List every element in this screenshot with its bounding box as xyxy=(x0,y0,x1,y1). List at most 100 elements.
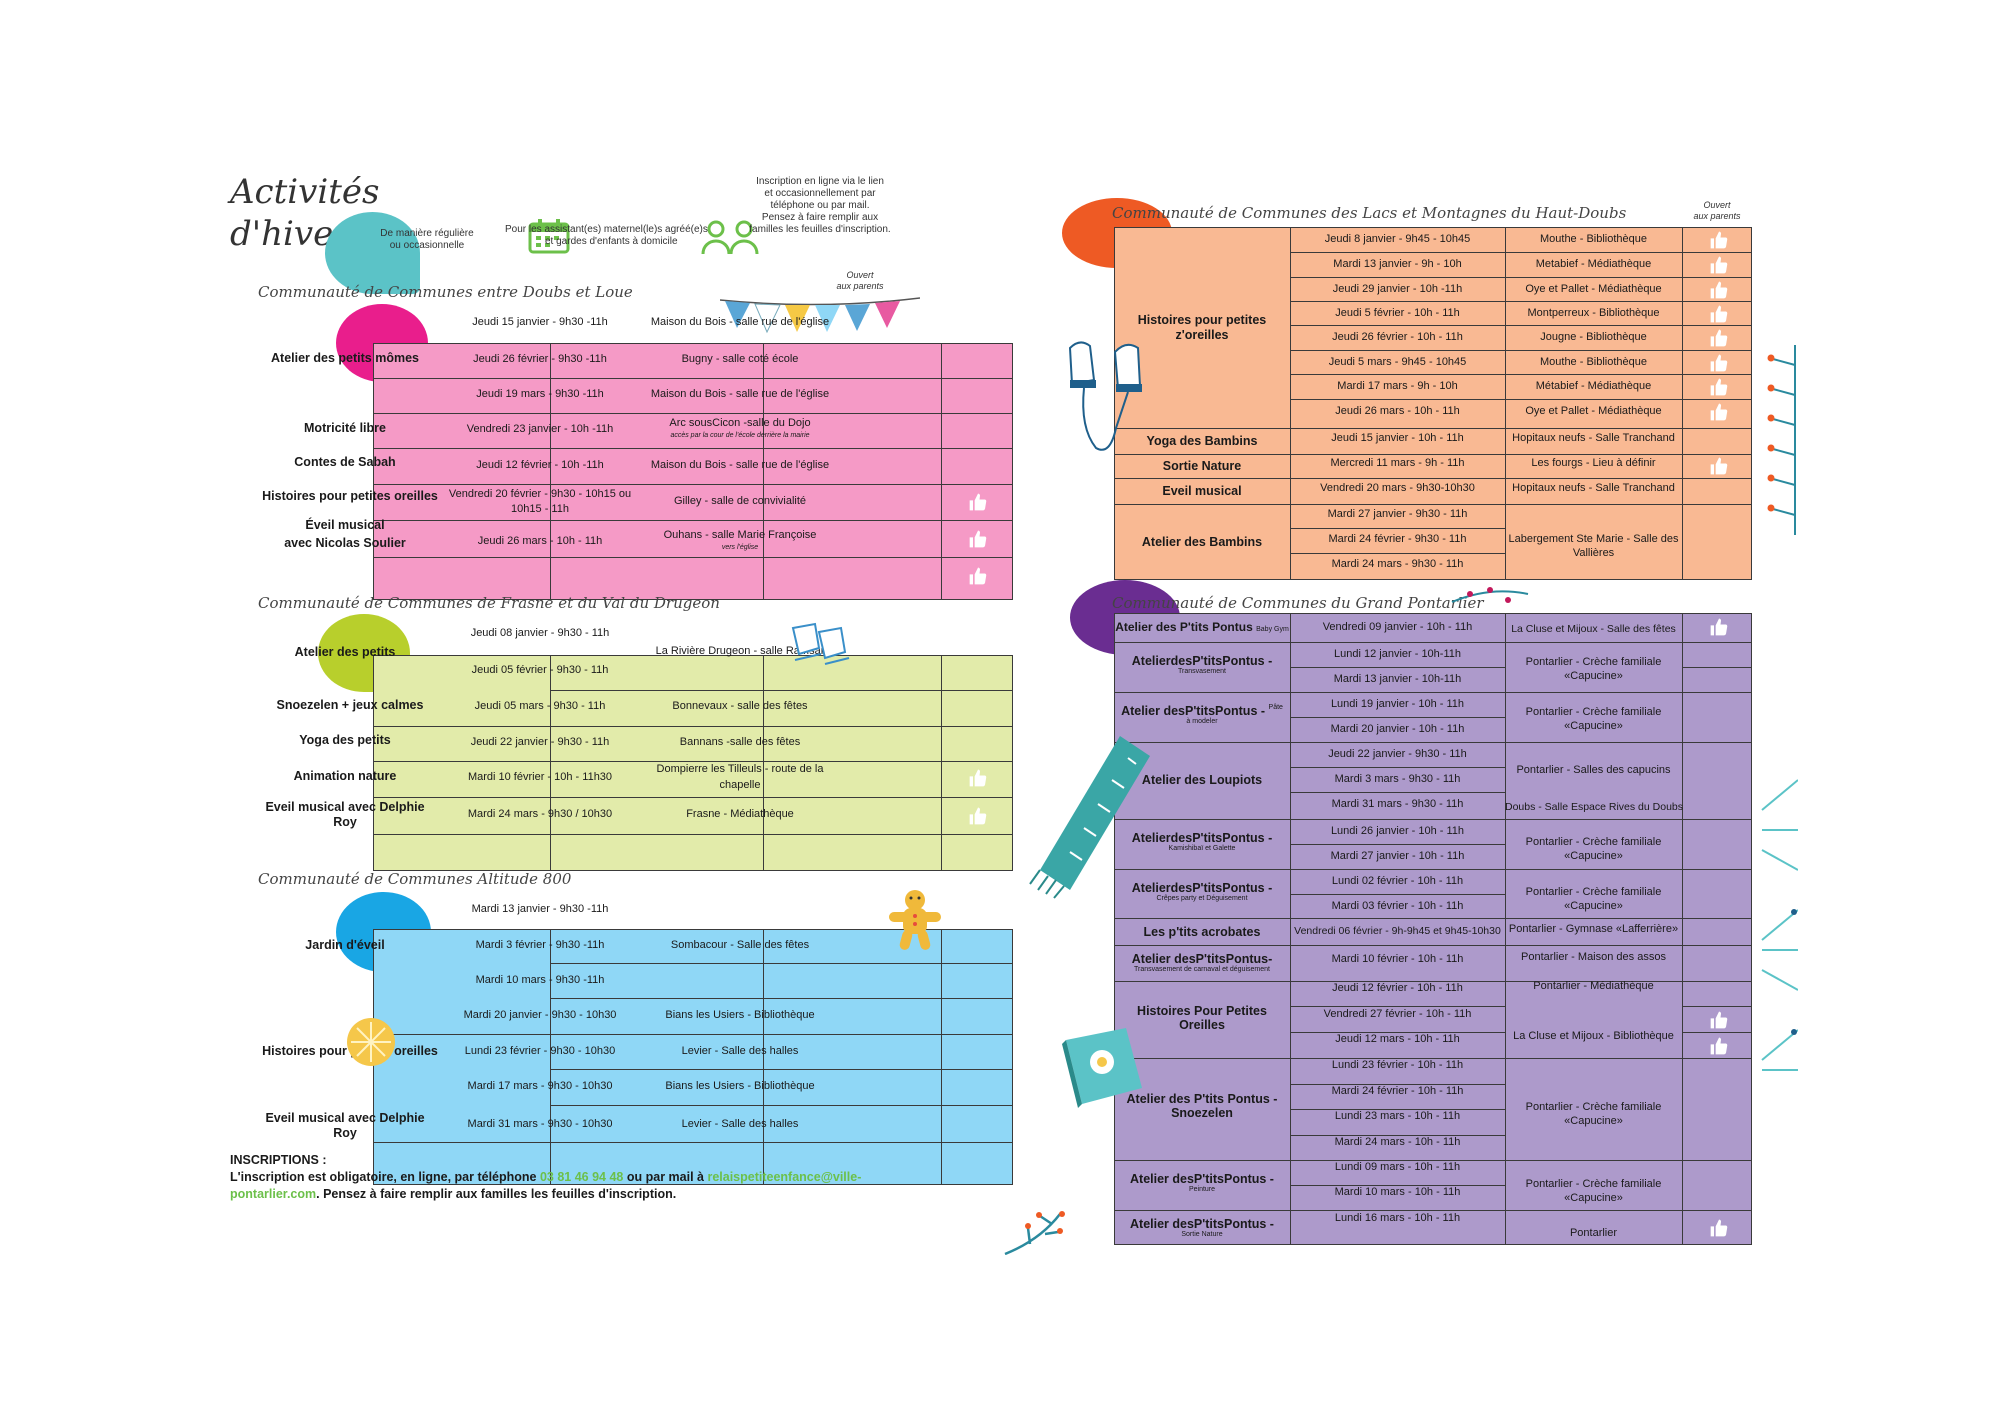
section4-table xyxy=(1114,227,1752,580)
s5-place-7: Pontarlier - Crèche familiale xyxy=(1525,886,1662,898)
s2-place-4: Dompierre les Tilleuls - route de la xyxy=(656,763,824,775)
s1-place-5: Maison du Bois - salle rue de l'église xyxy=(650,459,830,471)
s3-activity-3: Eveil musical avec Delphie xyxy=(265,1111,425,1125)
s1-place-7-note: vers l'église xyxy=(721,544,759,551)
s5-activity-2-sub: Transvasement xyxy=(1178,668,1226,675)
s5-date-9: Lundi 26 janvier - 10h - 11h xyxy=(1330,825,1465,837)
s5-activity-1-sub: Baby Gym xyxy=(1256,626,1289,633)
s1-activity-5b: avec Nicolas Soulier xyxy=(284,536,406,550)
s5-activity-12-label: Atelier desP'titsPontus - xyxy=(1130,1217,1274,1231)
note-line-4: Pensez à faire remplir aux xyxy=(761,212,879,223)
thumbs-up-icon xyxy=(968,566,988,586)
s5-place-2: Pontarlier - Crèche familiale xyxy=(1525,656,1662,668)
s5-date-2: Lundi 12 janvier - 10h-11h xyxy=(1334,648,1461,660)
s5-activity-6: AtelierdesP'titsPontus -Crêpes party et … xyxy=(1114,881,1290,902)
s4-place-12: Labergement Ste Marie - Salle des xyxy=(1508,533,1679,545)
s5-activity-12: Atelier desP'titsPontus -Sortie Nature xyxy=(1114,1217,1290,1238)
s5-place-13b: «Capucine» xyxy=(1564,1192,1623,1204)
s1-activity-4: Histoires pour petites oreilles xyxy=(262,489,438,503)
people-icon xyxy=(700,218,760,261)
section5-table xyxy=(1114,613,1752,1245)
section1-title: Communauté de Communes entre Doubs et Lo… xyxy=(258,283,633,301)
thumbs-up-icon xyxy=(1709,304,1729,324)
section3-title: Communauté de Communes Altitude 800 xyxy=(258,870,572,888)
s5-place-7b: «Capucine» xyxy=(1564,900,1623,912)
s3-place-4: Bians les Usiers - Bibliothèque xyxy=(665,1080,815,1092)
section2-title: Communauté de Communes de Frasne et du V… xyxy=(258,594,720,612)
s5-place-3: Pontarlier - Crèche familiale xyxy=(1525,706,1662,718)
s5-activity-9-line1: Histoires Pour Petites xyxy=(1137,1004,1267,1018)
snowflake-branch-icon xyxy=(1758,770,1799,1115)
s4-date-2: Mardi 13 janvier - 9h - 10h xyxy=(1333,258,1462,270)
s3-place-5: Levier - Salle des halles xyxy=(681,1118,799,1130)
s5-activity-10-line2: Snoezelen xyxy=(1171,1106,1233,1120)
s4-place-10: Les fourgs - Lieu à définir xyxy=(1531,457,1656,469)
thumbs-up-icon xyxy=(1709,402,1729,422)
s5-activity-11-label: Atelier desP'titsPontus - xyxy=(1130,1172,1274,1186)
s5-place-3b: «Capucine» xyxy=(1564,720,1623,732)
s4-date-10: Mercredi 11 mars - 9h - 11h xyxy=(1330,457,1465,469)
s4-date-7: Mardi 17 mars - 9h - 10h xyxy=(1337,380,1458,392)
s1-date-6b: 10h15 - 11h xyxy=(511,503,569,515)
s5-place-11: La Cluse et Mijoux - Bibliothèque xyxy=(1513,1030,1674,1042)
s1-activity-1: Atelier des petits mômes xyxy=(271,351,419,365)
s3-date-6: Mardi 17 mars - 9h30 - 10h30 xyxy=(467,1080,613,1092)
orange-slice-icon xyxy=(345,1016,397,1073)
s1-date-5: Jeudi 12 février - 10h -11h xyxy=(476,459,604,471)
thumbs-up-icon xyxy=(1709,230,1729,250)
s5-activity-4: Atelier des Loupiots xyxy=(1141,773,1263,787)
s5-activity-7: Les p'tits acrobates xyxy=(1143,925,1261,939)
s4-place-8: Oye et Pallet - Médiathèque xyxy=(1525,405,1662,417)
s4-date-14: Mardi 24 mars - 9h30 - 11h xyxy=(1331,558,1464,570)
s5-activity-3-label: Atelier desP'titsPontus - xyxy=(1121,704,1266,718)
s5-activity-6-label: AtelierdesP'titsPontus - xyxy=(1131,881,1273,895)
s3-date-5: Lundi 23 février - 9h30 - 10h30 xyxy=(464,1045,616,1057)
s2-place-5: Frasne - Médiathèque xyxy=(686,808,794,820)
s2-date-1: Jeudi 08 janvier - 9h30 - 11h xyxy=(470,627,610,639)
s5-date-20: Lundi 23 mars - 10h - 11h xyxy=(1334,1110,1461,1122)
s5-place-4: Pontarlier - Salles des capucins xyxy=(1516,764,1671,776)
s5-date-21: Mardi 24 mars - 10h - 11h xyxy=(1334,1136,1461,1148)
s5-place-6: Pontarlier - Crèche familiale xyxy=(1525,836,1662,848)
s1-place-1: Maison du Bois - salle rue de l'église xyxy=(650,316,830,328)
parents-open-label-left: Ouvert aux parents xyxy=(825,270,895,292)
s4-date-5: Jeudi 26 février - 10h - 11h xyxy=(1332,331,1463,343)
s1-place-3: Maison du Bois - salle rue de l'église xyxy=(650,388,830,400)
s2-place-3: Bannans -salle des fêtes xyxy=(679,736,801,748)
s5-date-5: Mardi 20 janvier - 10h - 11h xyxy=(1330,723,1465,735)
email-link-part1[interactable]: relaispetiteenfance@ville- xyxy=(707,1170,862,1184)
parents-open-line1-right: Ouvert xyxy=(1703,200,1731,210)
note-line-2: et occasionnellement par xyxy=(764,188,876,199)
inscriptions-title: INSCRIPTIONS : xyxy=(230,1153,327,1167)
s3-date-3: Mardi 10 mars - 9h30 -11h xyxy=(475,974,605,986)
s4-date-4: Jeudi 5 février - 10h - 11h xyxy=(1335,307,1460,319)
s5-date-12: Mardi 03 février - 10h - 11h xyxy=(1331,900,1464,912)
legend-for-who-line1: Pour les assistant(es) maternel(le)s agr… xyxy=(505,224,708,235)
legend-regular: De manière régulière ou occasionnelle xyxy=(372,228,482,252)
s5-date-1: Vendredi 09 janvier - 10h - 11h xyxy=(1322,621,1473,633)
s3-date-2: Mardi 3 février - 9h30 -11h xyxy=(475,939,605,951)
s5-date-19: Mardi 24 février - 10h - 11h xyxy=(1331,1085,1464,1097)
s2-activity-1: Atelier des petits xyxy=(294,645,396,659)
s4-date-6: Jeudi 5 mars - 9h45 - 10h45 xyxy=(1328,356,1467,368)
calendar-icon xyxy=(528,218,570,259)
s4-activity-4: Eveil musical xyxy=(1162,484,1242,498)
s3-date-4: Mardi 20 janvier - 9h30 - 10h30 xyxy=(463,1009,617,1021)
legend-regular-line1: De manière régulière xyxy=(380,228,474,239)
phone-number-link[interactable]: 03 81 46 94 48 xyxy=(539,1170,624,1184)
s5-date-22: Lundi 09 mars - 10h - 11h xyxy=(1334,1161,1461,1173)
s5-date-18: Lundi 23 février - 10h - 11h xyxy=(1331,1059,1464,1071)
s5-activity-5-sub: Kamishibaï et Galette xyxy=(1168,845,1236,852)
s5-date-15: Jeudi 12 février - 10h - 11h xyxy=(1332,982,1463,994)
s2-date-4: Jeudi 22 janvier - 9h30 - 11h xyxy=(470,736,610,748)
thumbs-up-icon xyxy=(968,529,988,549)
email-link-part2[interactable]: pontarlier.com xyxy=(230,1187,317,1201)
s5-place-1: La Cluse et Mijoux - Salle des fêtes xyxy=(1511,623,1676,635)
section4-title: Communauté de Communes des Lacs et Monta… xyxy=(1112,204,1627,222)
thumbs-up-icon xyxy=(1709,353,1729,373)
gingerbread-icon xyxy=(887,888,943,959)
s2-place-4b: chapelle xyxy=(719,779,761,791)
page-title-line1: Activités xyxy=(230,172,380,212)
s2-date-3: Jeudi 05 mars - 9h30 - 11h xyxy=(474,700,606,712)
s5-date-4: Lundi 19 janvier - 10h - 11h xyxy=(1330,698,1465,710)
